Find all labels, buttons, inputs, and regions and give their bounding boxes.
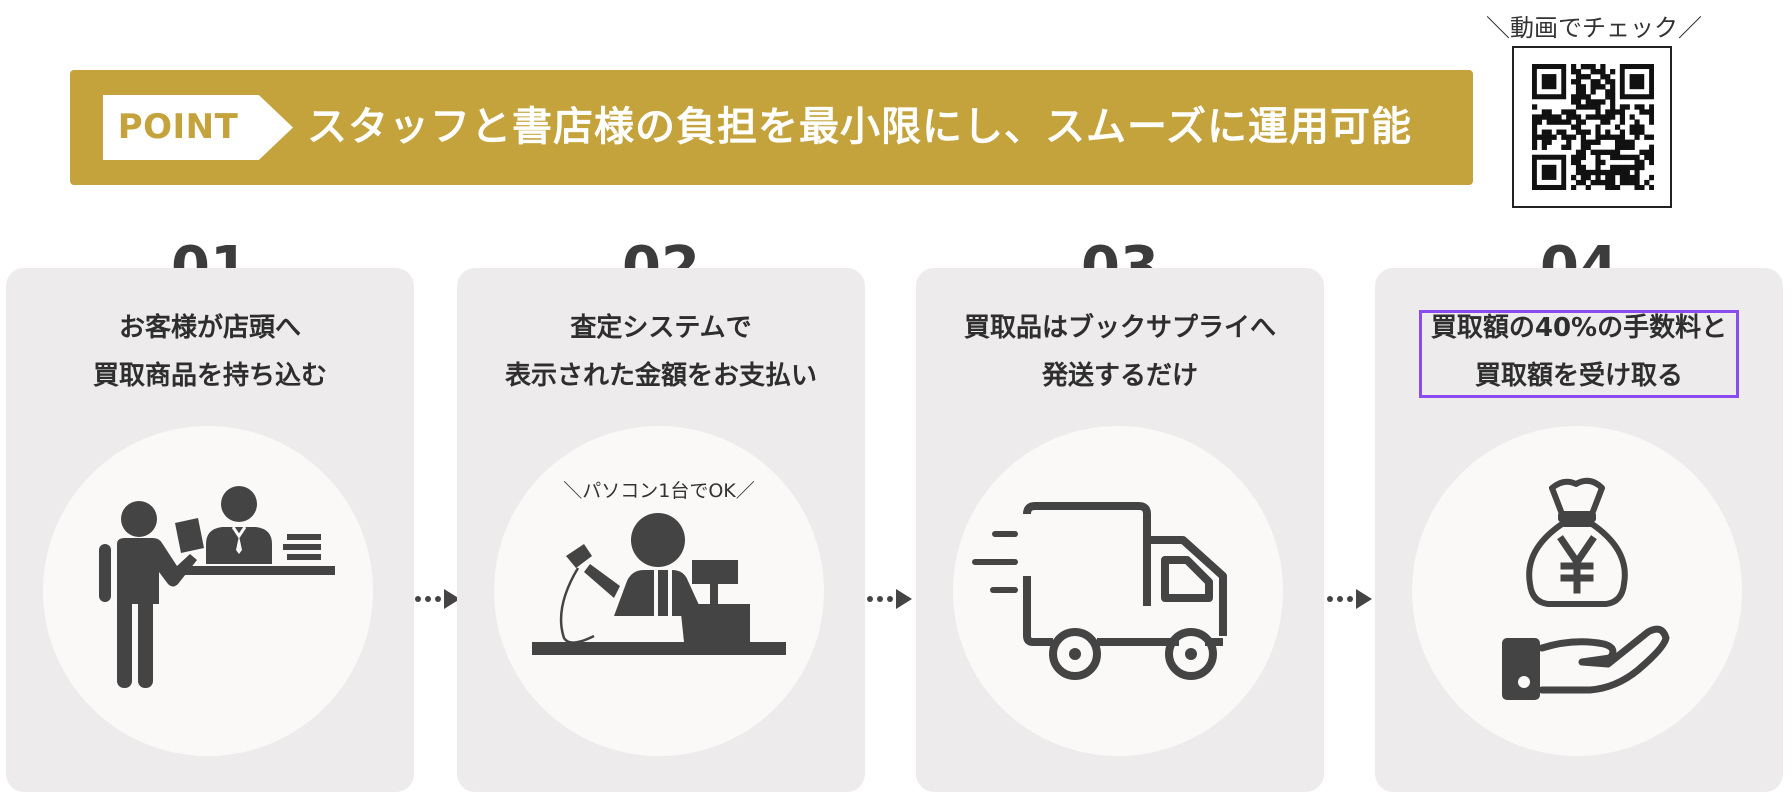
customer-at-counter-icon bbox=[99, 486, 335, 688]
qr-caption: ＼動画でチェック／ bbox=[1486, 14, 1702, 42]
step-line-2: 買取額を受け取る bbox=[1474, 361, 1683, 391]
point-banner: POINT スタッフと書店様の負担を最小限にし、スムーズに運用可能 bbox=[70, 70, 1473, 185]
step-line-1: 査定システムで bbox=[570, 313, 752, 343]
arrow-right-icon bbox=[1327, 589, 1372, 609]
arrow-right-icon bbox=[867, 589, 912, 609]
qr-code[interactable] bbox=[1512, 46, 1672, 208]
point-tag: POINT bbox=[103, 95, 293, 160]
step-illustration-01 bbox=[43, 426, 373, 756]
step-text-01: お客様が店頭へ 買取商品を持ち込む bbox=[6, 304, 414, 400]
step-text-04: 買取額の40%の手数料と 買取額を受け取る bbox=[1375, 304, 1783, 400]
step-card-01: お客様が店頭へ 買取商品を持ち込む bbox=[6, 268, 414, 792]
step-card-04: 買取額の40%の手数料と 買取額を受け取る bbox=[1375, 268, 1783, 792]
step-line-1: 買取品はブックサプライへ bbox=[963, 313, 1276, 343]
step-line-1: お客様が店頭へ bbox=[118, 313, 301, 343]
qr-code-icon bbox=[1532, 64, 1654, 190]
step-illustration-02: ＼パソコン1台でOK／ bbox=[494, 426, 824, 756]
arrow-right-icon bbox=[415, 589, 460, 609]
cashier-scanner-icon bbox=[532, 513, 786, 655]
delivery-truck-icon bbox=[972, 502, 1227, 680]
point-label: POINT bbox=[117, 107, 239, 147]
step-line-2: 発送するだけ bbox=[1041, 361, 1198, 391]
step-text-02: 査定システムで 表示された金額をお支払い bbox=[457, 304, 865, 400]
step-illustration-03 bbox=[953, 426, 1283, 756]
step-card-02: 査定システムで 表示された金額をお支払い ＼パソコン1台でOK／ bbox=[457, 268, 865, 792]
step-line-1: 買取額の40%の手数料と bbox=[1430, 313, 1728, 343]
banner-headline: スタッフと書店様の負担を最小限にし、スムーズに運用可能 bbox=[307, 104, 1412, 150]
highlight-box bbox=[1419, 310, 1739, 398]
step-card-03: 買取品はブックサプライへ 発送するだけ bbox=[916, 268, 1324, 792]
step-text-03: 買取品はブックサプライへ 発送するだけ bbox=[916, 304, 1324, 400]
step-illustration-04 bbox=[1412, 426, 1742, 756]
step-line-2: 買取商品を持ち込む bbox=[92, 361, 327, 391]
step-line-2: 表示された金額をお支払い bbox=[504, 361, 817, 391]
pc-caption: ＼パソコン1台でOK／ bbox=[563, 480, 755, 502]
yen-moneybag-hand-icon bbox=[1502, 477, 1670, 700]
